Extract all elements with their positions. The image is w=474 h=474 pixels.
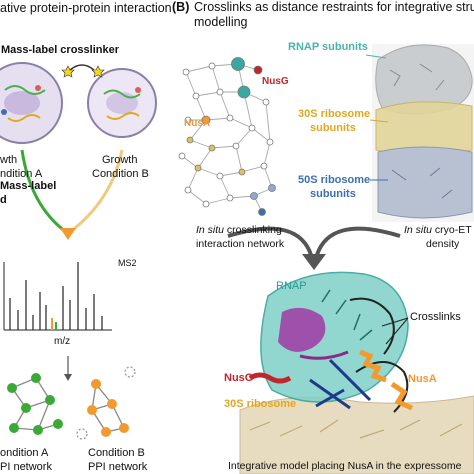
merge-arrow — [227, 226, 401, 270]
crosslinker-icon — [61, 64, 105, 78]
panel-a-title: ative protein-protein interaction — [0, 1, 172, 15]
cell-condition-b — [87, 68, 157, 138]
cryo-et-caption-em: In situ — [404, 224, 433, 236]
network-a-label-line1: ondition A — [0, 447, 49, 459]
nusa-model-label: NusA — [408, 373, 437, 385]
30s-ribosome-label: 30S ribosome — [224, 398, 297, 410]
cell-condition-a — [0, 62, 63, 144]
network-a-label-line2: PI network — [0, 461, 52, 473]
network-condition-a — [7, 373, 63, 435]
rnap-label: RNAP — [276, 280, 307, 292]
network-b-label-line1: Condition B — [88, 447, 145, 459]
integrative-model — [239, 271, 474, 474]
cryo-et-caption-line1: In situ cryo-ET — [404, 224, 472, 236]
cryo-et-caption-line2: density — [426, 238, 460, 250]
panel-b-letter: (B) — [172, 0, 190, 14]
nusg-label: NusG — [262, 76, 289, 87]
insitu-network — [181, 63, 273, 213]
condition-a-label-line1: wth — [0, 154, 18, 166]
insitu-network-caption-line2: interaction network — [196, 238, 285, 250]
30s-subunits-label-line1: 30S ribosome — [298, 108, 371, 120]
arrow-condition-b — [69, 149, 124, 234]
panel-b-title-line1: Crosslinks as distance restraints for in… — [194, 0, 474, 14]
insitu-network-caption-rest: crosslinking — [224, 224, 282, 236]
rnap-subunits-label: RNAP subunits — [288, 41, 368, 53]
insitu-network-caption-line1: In situ crosslinking — [196, 224, 282, 236]
integrative-model-caption: Integrative model placing NusA in the ex… — [228, 460, 462, 472]
arrow-merge-head — [60, 228, 76, 240]
mz-axis-label: m/z — [54, 336, 71, 347]
network-b-label-line2: PPI network — [88, 461, 148, 473]
insitu-network-nodes — [178, 57, 276, 216]
nusa-label: NusA — [184, 118, 211, 129]
panel-a-step2-label-line1: Mass-label — [0, 180, 57, 192]
condition-b-label-line1: Growth — [102, 154, 138, 166]
arrow-condition-a — [20, 149, 67, 234]
50s-subunits-label-line2: subunits — [310, 188, 356, 200]
network-condition-b — [76, 366, 136, 440]
ms2-label: MS2 — [118, 258, 137, 268]
crosslinks-label: Crosslinks — [410, 311, 461, 323]
30s-subunits-label-line2: subunits — [310, 122, 356, 134]
panel-a-step1-label: Mass-label crosslinker — [1, 44, 120, 56]
cryo-et-density — [372, 44, 474, 222]
condition-b-label-line2: Condition B — [92, 168, 149, 180]
50s-subunits-label-line1: 50S ribosome — [298, 174, 371, 186]
panel-a-step2-label-line2: d — [0, 194, 7, 206]
cryo-et-caption-rest: cryo-ET — [432, 224, 472, 236]
nusg-model-label: NusG — [224, 372, 254, 384]
ms2-spectrum — [3, 262, 112, 331]
condition-a-label-line2: ndition A — [0, 168, 43, 180]
panel-b-title-line2: modelling — [194, 15, 248, 29]
insitu-network-caption-em: In situ — [196, 224, 225, 236]
